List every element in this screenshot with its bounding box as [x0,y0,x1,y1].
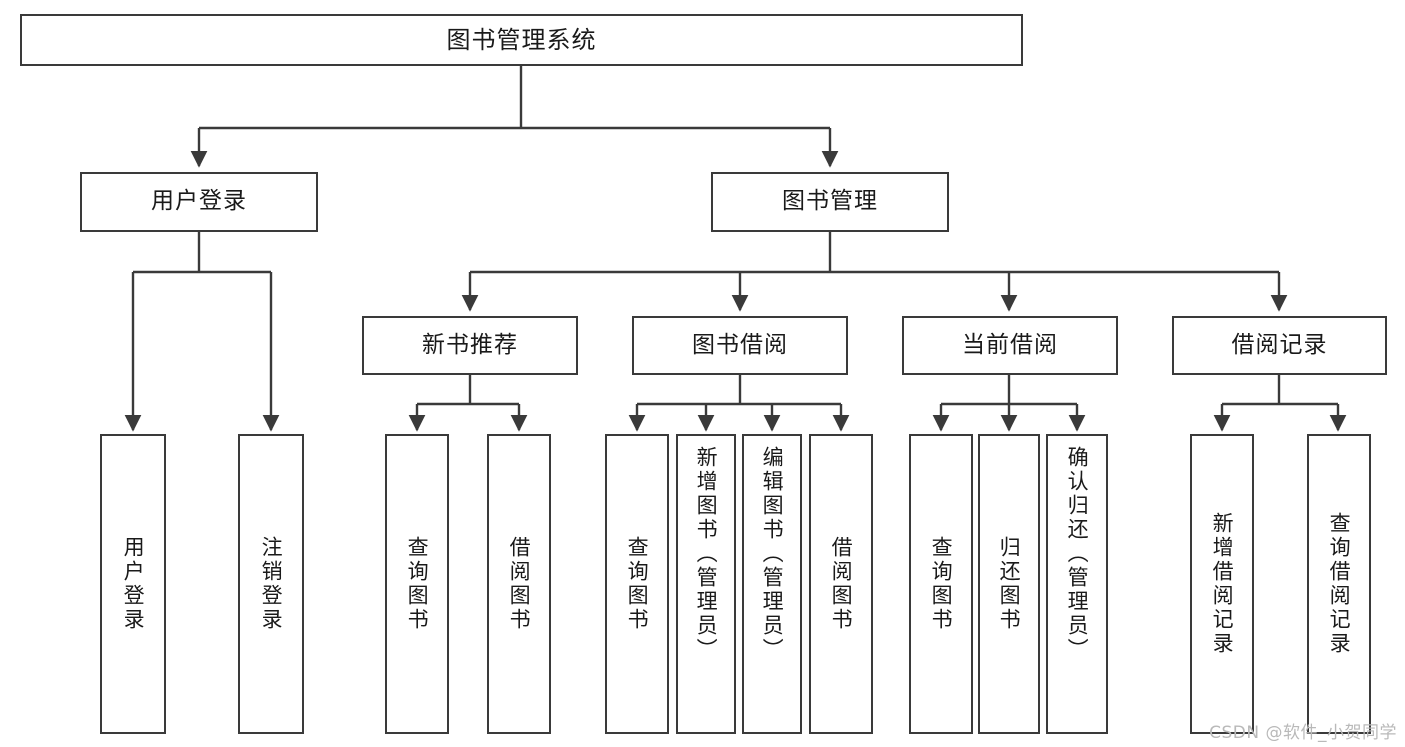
node-leaf-edit-book[interactable]: 编辑图书（管理员） [742,434,802,734]
node-root-book-management-system[interactable]: 图书管理系统 [20,14,1023,66]
node-label: 注销登录 [259,536,284,632]
node-label: 借阅图书 [829,536,854,632]
node-leaf-borrow-book-2[interactable]: 借阅图书 [809,434,873,734]
node-leaf-query-book-2[interactable]: 查询图书 [605,434,669,734]
node-new-book-recommend[interactable]: 新书推荐 [362,316,578,375]
node-leaf-logout-login[interactable]: 注销登录 [238,434,304,734]
node-label: 查询借阅记录 [1327,512,1352,656]
node-current-borrow[interactable]: 当前借阅 [902,316,1118,375]
node-label: 归还图书 [997,536,1022,632]
node-leaf-query-record[interactable]: 查询借阅记录 [1307,434,1371,734]
node-label: 查询图书 [405,536,430,632]
node-leaf-confirm-return[interactable]: 确认归还（管理员） [1046,434,1108,734]
node-label: 图书管理系统 [446,25,597,54]
node-label: 查询图书 [929,536,954,632]
node-label: 用户登录 [151,188,247,215]
node-leaf-add-book[interactable]: 新增图书（管理员） [676,434,736,734]
node-label: 图书借阅 [692,331,788,358]
node-leaf-borrow-book-1[interactable]: 借阅图书 [487,434,551,734]
node-leaf-user-login[interactable]: 用户登录 [100,434,166,734]
node-label: 图书管理 [782,188,878,215]
node-label: 新增图书（管理员） [694,446,719,662]
node-label: 新增借阅记录 [1210,512,1235,656]
node-leaf-query-book-1[interactable]: 查询图书 [385,434,449,734]
node-label: 编辑图书（管理员） [760,446,785,662]
node-borrow-record[interactable]: 借阅记录 [1172,316,1387,375]
node-label: 当前借阅 [962,331,1058,358]
node-label: 查询图书 [625,536,650,632]
csdn-watermark: CSDN @软件_小贺同学 [1209,723,1397,743]
node-label: 用户登录 [121,536,146,632]
node-label: 确认归还（管理员） [1065,446,1090,662]
node-book-borrow[interactable]: 图书借阅 [632,316,848,375]
node-label: 新书推荐 [422,331,518,358]
node-leaf-add-record[interactable]: 新增借阅记录 [1190,434,1254,734]
node-label: 借阅图书 [507,536,532,632]
node-leaf-return-book[interactable]: 归还图书 [978,434,1040,734]
node-label: 借阅记录 [1231,331,1328,358]
node-book-management[interactable]: 图书管理 [711,172,949,232]
node-leaf-query-book-3[interactable]: 查询图书 [909,434,973,734]
node-user-login[interactable]: 用户登录 [80,172,318,232]
